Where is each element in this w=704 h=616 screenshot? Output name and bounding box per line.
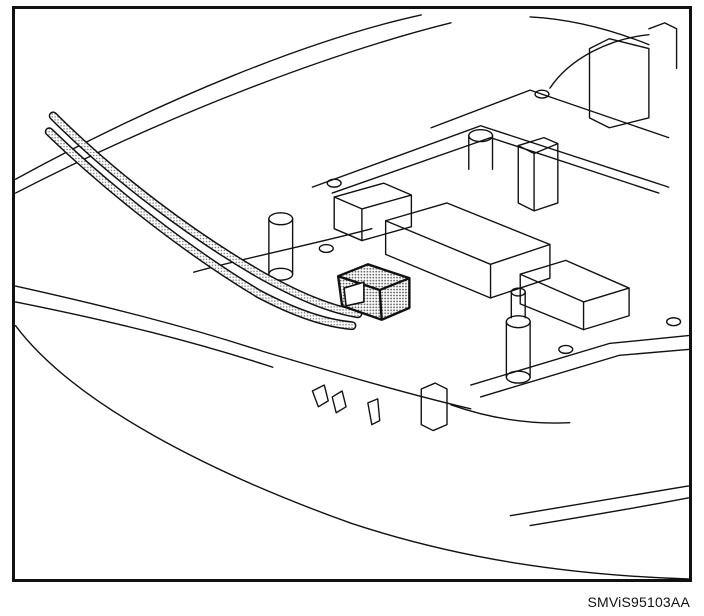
harness-connector	[336, 263, 411, 321]
overhead-console-illustration	[15, 14, 689, 579]
base-plate	[192, 89, 689, 424]
standoff-posts	[268, 129, 531, 384]
figure-frame	[12, 6, 692, 582]
figure-reference-code: SMViS95103AA	[587, 594, 690, 610]
circuit-components	[333, 22, 678, 331]
wire-harness	[44, 111, 363, 331]
retaining-clips	[311, 382, 448, 432]
mounting-screws	[318, 89, 682, 355]
